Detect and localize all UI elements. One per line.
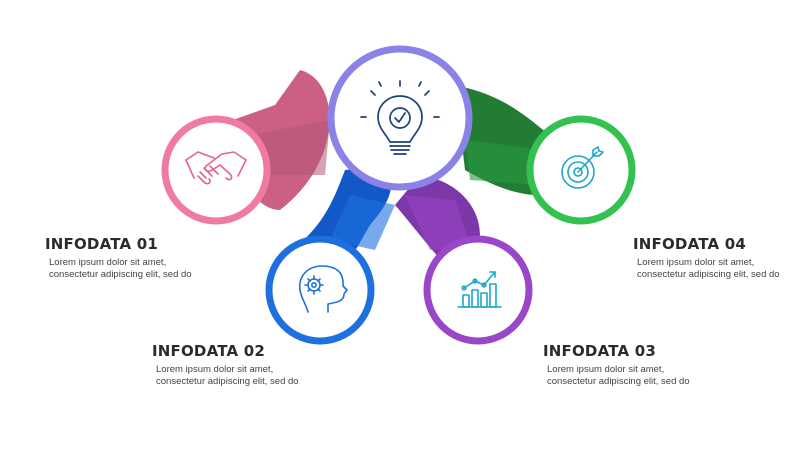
head-gear-icon: [298, 265, 348, 313]
info-title-01: INFODATA 01: [45, 235, 159, 253]
info-text-01: Lorem ipsum dolor sit amet, consectetur …: [49, 257, 192, 280]
node-04: [526, 115, 636, 225]
info-block-02: INFODATA 02 Lorem ipsum dolor sit amet, …: [152, 342, 302, 388]
info-text-03: Lorem ipsum dolor sit amet, consectetur …: [547, 364, 690, 387]
node-03: [423, 235, 533, 345]
info-text-04: Lorem ipsum dolor sit amet, consectetur …: [637, 257, 780, 280]
connector-02-highlight: [330, 195, 395, 250]
bar-chart-growth-icon: [457, 271, 502, 308]
lightbulb-check-icon: [360, 80, 440, 155]
node-01: [161, 115, 271, 225]
node-02: [265, 235, 375, 345]
info-title-02: INFODATA 02: [152, 342, 266, 360]
connector-03-highlight: [405, 195, 472, 250]
info-block-03: INFODATA 03 Lorem ipsum dolor sit amet, …: [543, 342, 693, 388]
node-center: [327, 45, 473, 191]
info-text-02: Lorem ipsum dolor sit amet, consectetur …: [156, 364, 299, 387]
target-arrow-icon: [561, 146, 604, 189]
connector-04-highlight: [465, 140, 545, 185]
info-title-03: INFODATA 03: [543, 342, 657, 360]
info-block-04: INFODATA 04 Lorem ipsum dolor sit amet, …: [633, 235, 783, 281]
connector-01-highlight: [250, 120, 330, 175]
handshake-icon: [185, 151, 247, 185]
info-block-01: INFODATA 01 Lorem ipsum dolor sit amet, …: [45, 235, 195, 281]
info-title-04: INFODATA 04: [633, 235, 747, 253]
